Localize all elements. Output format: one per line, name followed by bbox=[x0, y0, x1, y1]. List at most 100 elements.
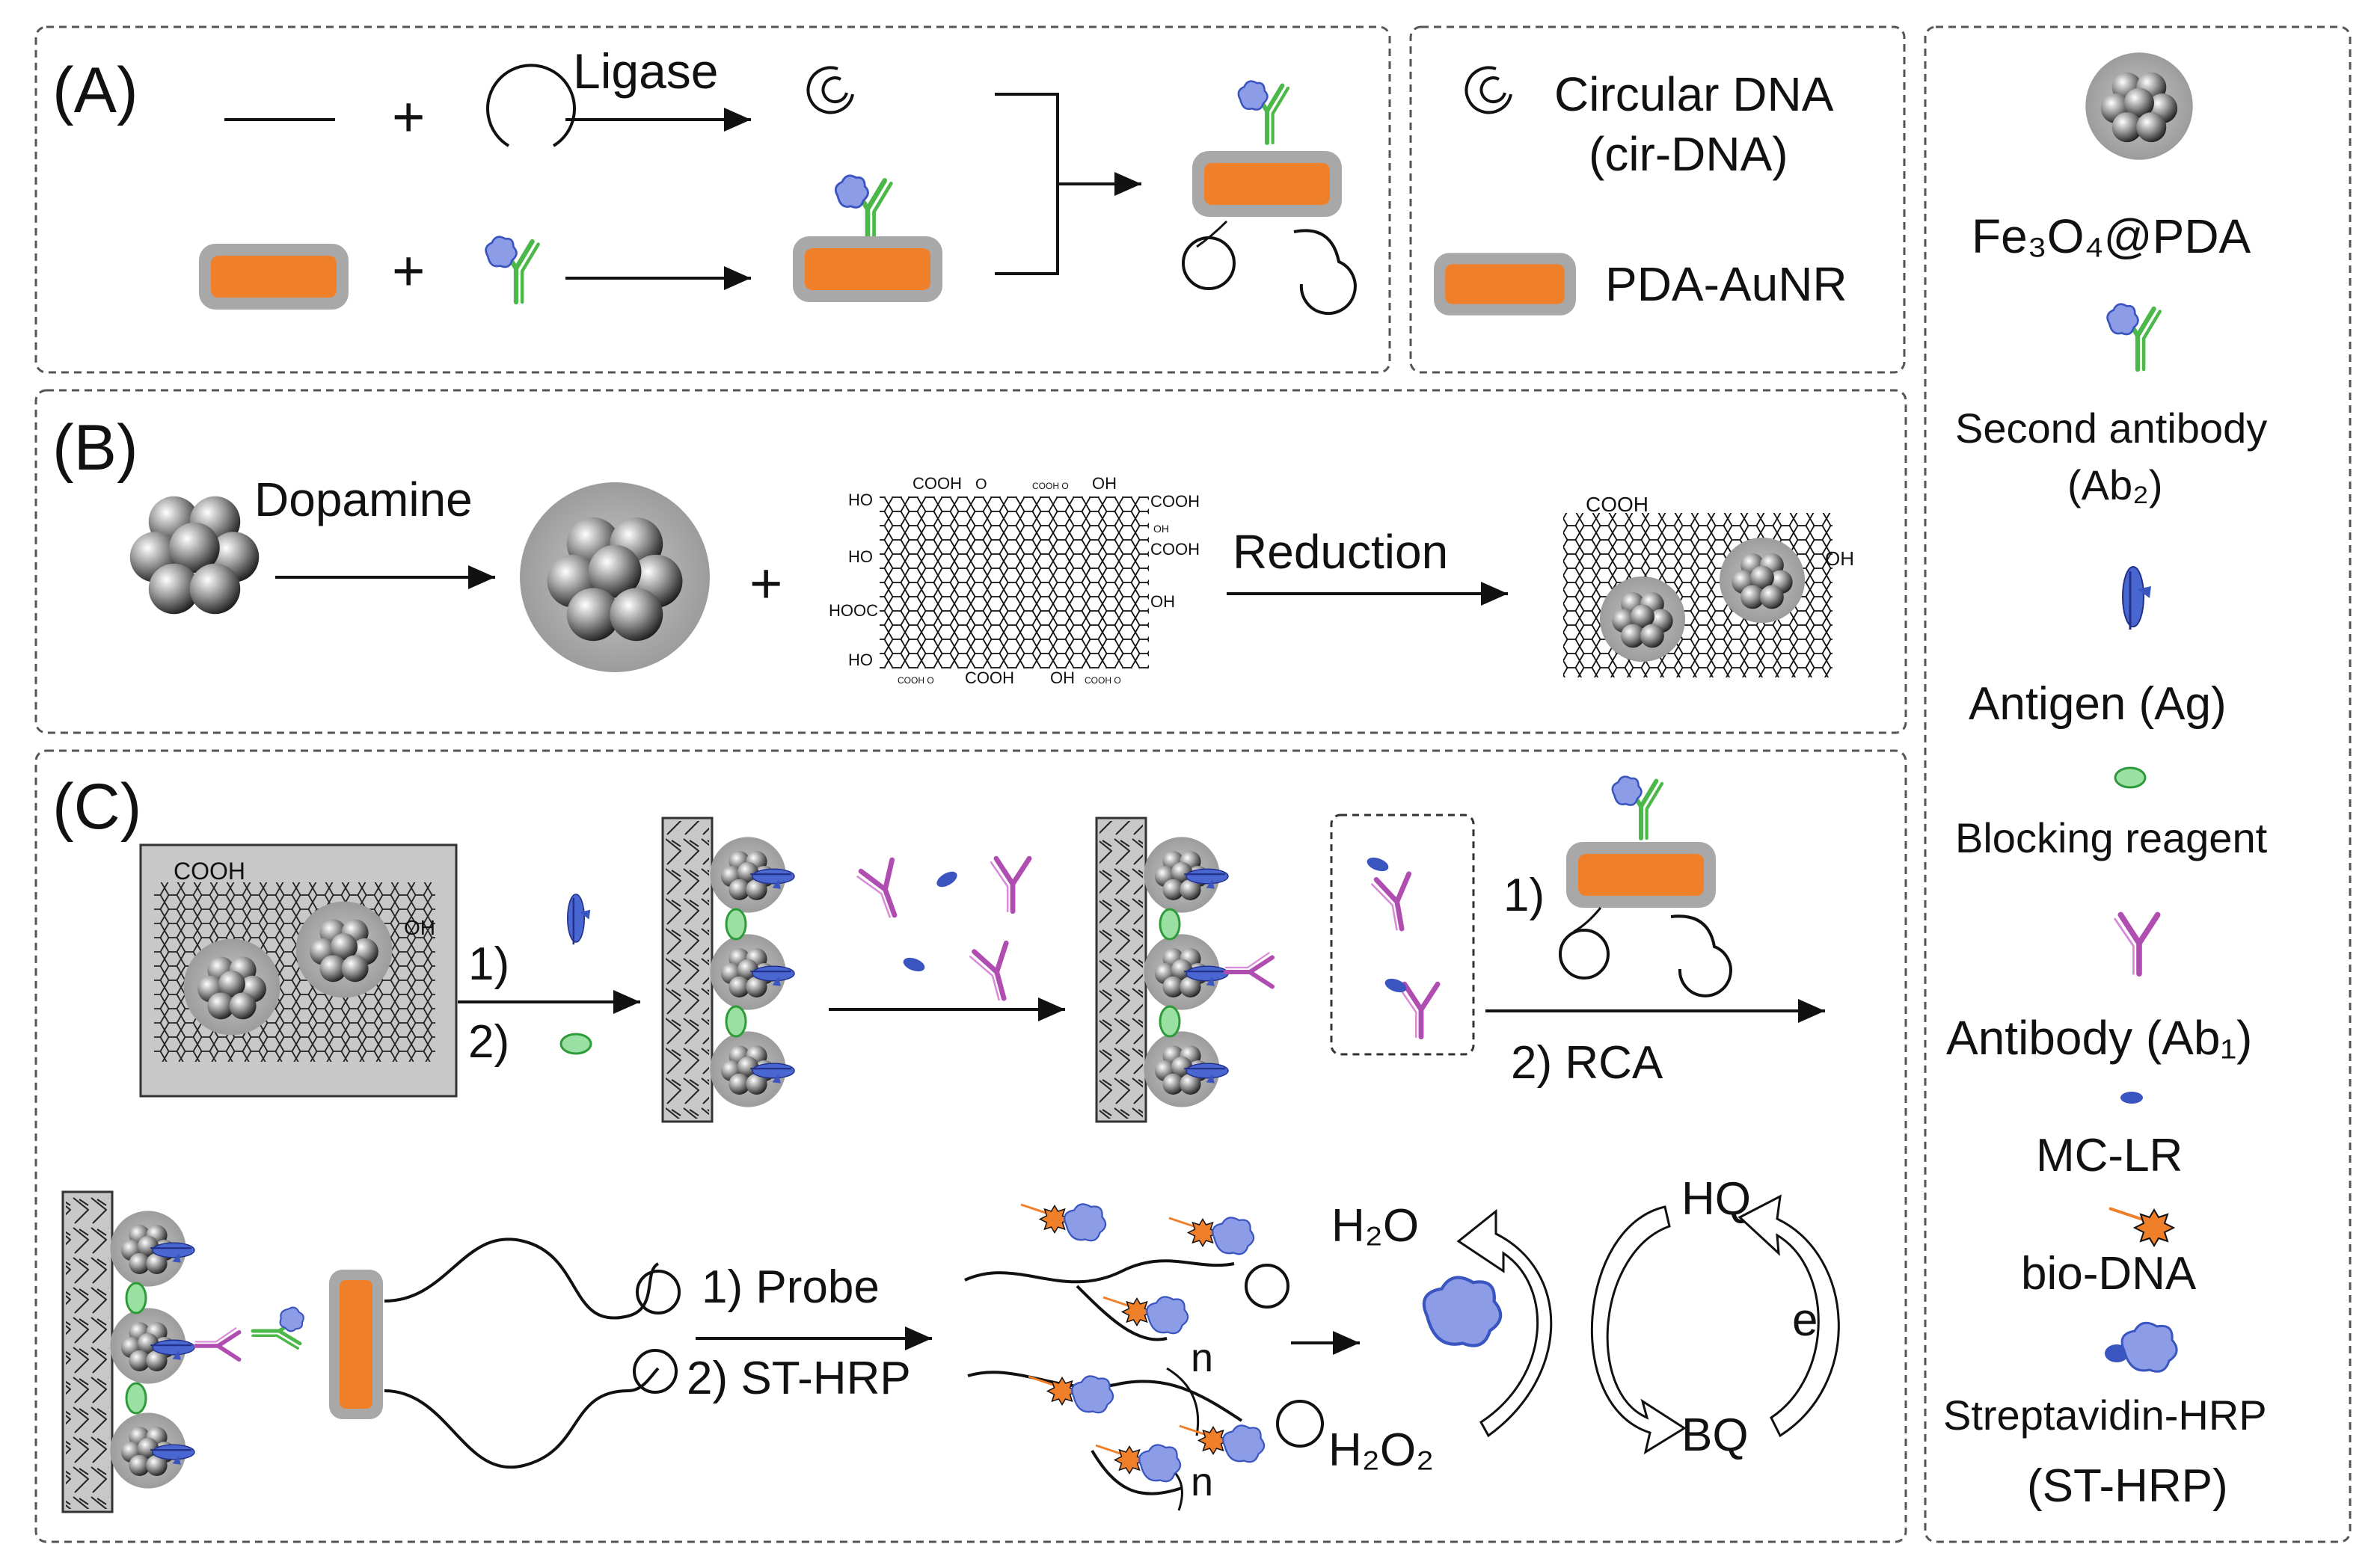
svg-text:COOH: COOH bbox=[174, 858, 245, 885]
panel-a-border bbox=[34, 25, 1391, 374]
svg-text:COOH: COOH bbox=[1586, 493, 1648, 516]
cycle-arrow-hq-to-bq bbox=[1590, 1205, 1687, 1455]
svg-text:HO: HO bbox=[848, 491, 873, 509]
legend-sthrp-icon bbox=[2105, 1321, 2178, 1373]
svg-text:COOH O: COOH O bbox=[1085, 675, 1121, 686]
fe3o4-pda-coated bbox=[520, 482, 710, 672]
ab1-mclr-box bbox=[1330, 814, 1475, 1056]
bq-label: BQ bbox=[1681, 1409, 1749, 1461]
antigen-icon-c bbox=[566, 893, 592, 946]
pda-aunr-rod-a bbox=[199, 244, 349, 310]
electrode-side-1 bbox=[661, 817, 796, 1123]
step1-label: 1) bbox=[468, 938, 509, 990]
legend-ab2-icon bbox=[2108, 304, 2160, 369]
electrode-side-2 bbox=[1095, 817, 1272, 1123]
ab2-probe-icon-c bbox=[1613, 777, 1662, 838]
svg-text:HO: HO bbox=[848, 547, 873, 566]
panel-a-label: (A) bbox=[52, 55, 138, 126]
rca-strand-bottom bbox=[384, 1367, 660, 1469]
legend-fe3o4-label: Fe₃O₄@PDA bbox=[1972, 209, 2251, 263]
svg-text:OH: OH bbox=[1825, 547, 1854, 570]
legend-sthrp-line1: Streptavidin-HRP bbox=[1943, 1392, 2267, 1439]
plus-b: + bbox=[749, 552, 782, 615]
legend-biodna-label: bio-DNA bbox=[2021, 1248, 2197, 1300]
legend-antigen-icon bbox=[2121, 565, 2153, 631]
cir-dna-link-left bbox=[1196, 220, 1228, 248]
panel-b-label: (B) bbox=[52, 412, 138, 484]
cycle-arrow-h2o2-to-h2o bbox=[1456, 1208, 1553, 1438]
bracket-join bbox=[995, 93, 1141, 275]
rca-circle-top bbox=[636, 1270, 681, 1315]
legend-blocking-icon bbox=[2114, 766, 2147, 789]
svg-text:OH: OH bbox=[1153, 523, 1169, 535]
ab2-on-rod-icon bbox=[835, 176, 891, 245]
svg-text:HO: HO bbox=[848, 651, 873, 669]
rca-circle-bottom bbox=[633, 1349, 678, 1394]
step2-label: 2) bbox=[468, 1016, 509, 1068]
svg-text:OH: OH bbox=[1150, 592, 1175, 611]
svg-text:O: O bbox=[975, 476, 987, 493]
h2o-label: H₂O bbox=[1331, 1200, 1419, 1252]
dopamine-label: Dopamine bbox=[254, 473, 473, 526]
electrode-rgo: COOH OH bbox=[139, 843, 458, 1098]
panel-c-border bbox=[34, 749, 1907, 1543]
electron-label: e bbox=[1792, 1294, 1818, 1346]
svg-text:COOH O: COOH O bbox=[898, 675, 934, 686]
probe-label: 1) Probe bbox=[702, 1261, 880, 1313]
legend-ab-border bbox=[1409, 25, 1906, 374]
panel-b-border bbox=[34, 389, 1907, 734]
mclr-free-2 bbox=[901, 955, 927, 974]
ab2-on-probe-icon bbox=[1239, 82, 1288, 143]
svg-text:COOH: COOH bbox=[965, 668, 1014, 687]
rca-strand-top bbox=[384, 1237, 660, 1320]
hrp-enzyme bbox=[1424, 1277, 1500, 1345]
cycle-arrow-bq-to-hq bbox=[1738, 1194, 1840, 1438]
svg-text:COOH: COOH bbox=[1150, 492, 1200, 511]
ab1-free-2 bbox=[991, 858, 1029, 911]
fe3o4-cluster bbox=[129, 496, 260, 615]
hybrid-strands bbox=[964, 1204, 1324, 1511]
legend-ab2-line1: Second antibody bbox=[1955, 405, 2267, 452]
plus-a1: + bbox=[392, 85, 425, 149]
cir-dna-right bbox=[1293, 229, 1357, 316]
plus-a2: + bbox=[392, 239, 425, 303]
ab1-mclr-bound-2 bbox=[1399, 984, 1438, 1037]
ab1-free-3 bbox=[969, 943, 1020, 1003]
legend-biodna-icon bbox=[2108, 1207, 2175, 1247]
legend-circ-dna-line1: Circular DNA bbox=[1554, 67, 1834, 121]
panel-c-label: (C) bbox=[52, 771, 141, 843]
svg-text:HOOC: HOOC bbox=[829, 601, 878, 620]
ligase-label: Ligase bbox=[573, 43, 719, 99]
svg-text:OH: OH bbox=[1050, 668, 1075, 687]
hq-label: HQ bbox=[1681, 1173, 1751, 1225]
aunr-probe-complex bbox=[1192, 151, 1342, 217]
legend-antigen-label: Antigen (Ag) bbox=[1969, 678, 2227, 730]
legend-circ-dna-line2: (cir-DNA) bbox=[1589, 127, 1788, 181]
legend-pda-aunr-icon bbox=[1434, 253, 1576, 316]
cir-dna-c-right bbox=[1670, 914, 1732, 997]
mclr-bound-2 bbox=[1383, 976, 1408, 995]
repeat-n-top: n bbox=[1191, 1335, 1213, 1380]
ab2-icon-a bbox=[486, 237, 539, 302]
cir-dna-left bbox=[1182, 236, 1236, 290]
cir-dna-c-link bbox=[1573, 907, 1602, 933]
legend-circ-dna-icon bbox=[1465, 66, 1512, 114]
ab1-mclr-bound-1 bbox=[1371, 874, 1417, 932]
rca-step1-label: 1) bbox=[1503, 870, 1545, 921]
legend-ab2-line2: (Ab₂) bbox=[2067, 461, 2163, 508]
cir-dna-c-left bbox=[1559, 929, 1610, 980]
rca-step2-label: 2) RCA bbox=[1511, 1037, 1663, 1089]
legend-ab1-label: Antibody (Ab₁) bbox=[1946, 1011, 2252, 1065]
ab2-rod-product bbox=[793, 236, 942, 302]
legend-blocking-label: Blocking reagent bbox=[1955, 814, 2268, 861]
svg-text:COOH: COOH bbox=[1150, 540, 1200, 559]
repeat-n-bottom: n bbox=[1191, 1460, 1213, 1504]
electrode-side-3 bbox=[61, 1190, 383, 1513]
legend-mclr-label: MC-LR bbox=[2036, 1130, 2183, 1181]
st-hrp-label: 2) ST-HRP bbox=[687, 1353, 911, 1404]
svg-text:OH: OH bbox=[404, 916, 435, 939]
h2o2-label: H₂O₂ bbox=[1328, 1424, 1434, 1476]
graphene-oxide: COOH O COOH O OH COOH OH COOH OH HO HO H… bbox=[829, 474, 1200, 687]
ab1-free-1 bbox=[856, 860, 910, 923]
